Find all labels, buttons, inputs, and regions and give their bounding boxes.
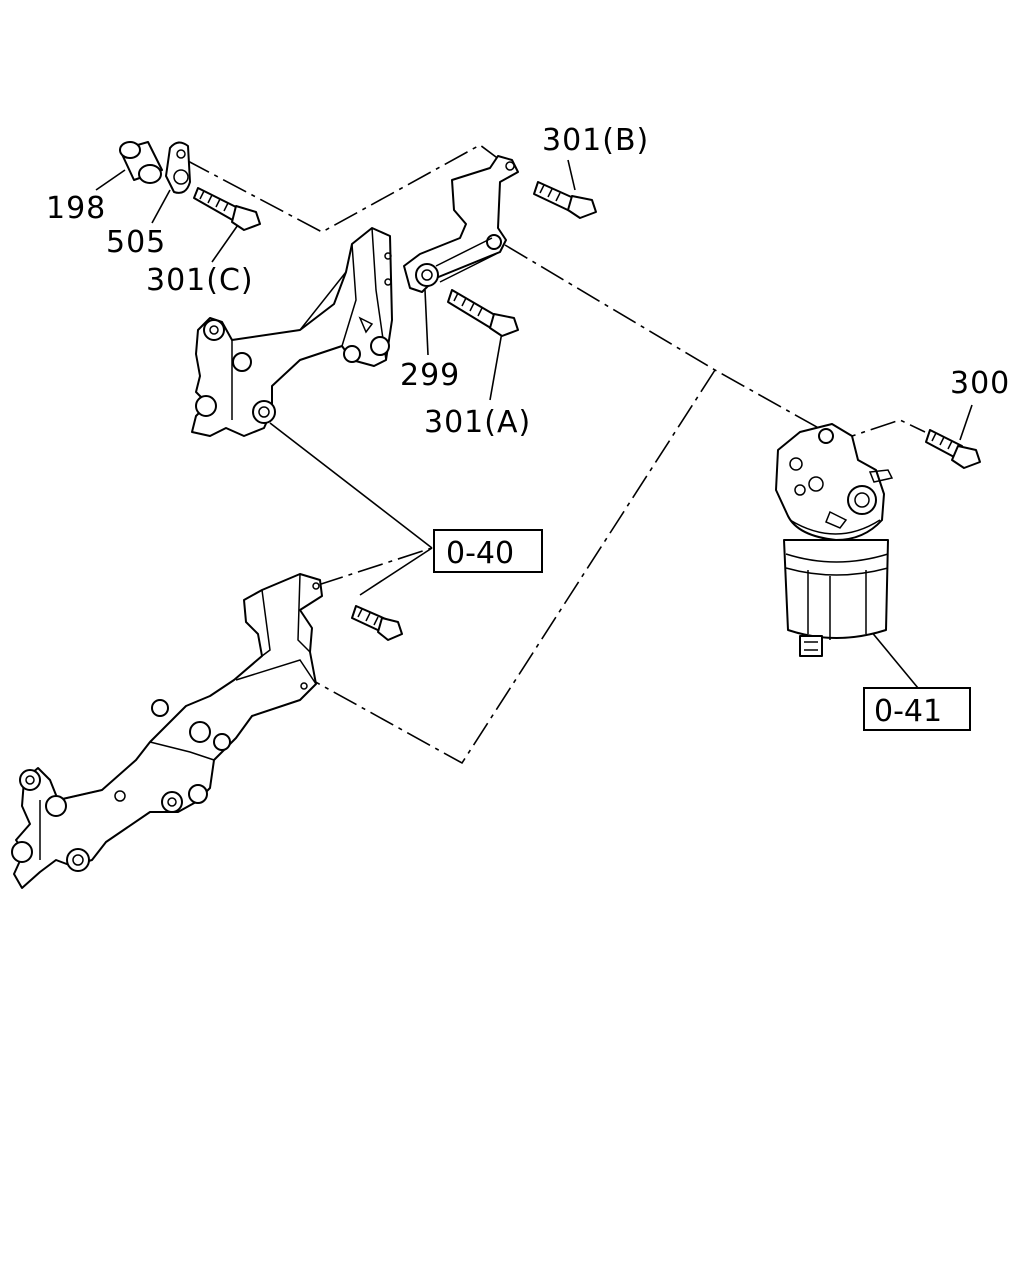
reference-label-0-40: 0-40 xyxy=(446,536,514,571)
fuel-filter-assembly xyxy=(775,423,894,657)
reference-box-0-41[interactable]: 0-41 xyxy=(863,687,971,731)
callout-301c: 301(C) xyxy=(146,263,254,298)
bolt-301b xyxy=(533,181,597,219)
callout-301b: 301(B) xyxy=(542,123,649,158)
plate-505 xyxy=(165,141,191,194)
bolt-lower xyxy=(351,605,403,641)
bolt-300 xyxy=(925,429,981,469)
callout-301a: 301(A) xyxy=(424,405,531,440)
callout-300: 300 xyxy=(950,366,1010,401)
bushing-198 xyxy=(119,141,163,184)
reference-label-0-41: 0-41 xyxy=(874,694,942,729)
upper-mount-bracket xyxy=(191,227,393,437)
callout-labels: 198 505 301(C) 301(B) 299 301(A) 300 xyxy=(46,123,1010,440)
bolt-301c xyxy=(193,187,261,231)
bracket-299 xyxy=(403,155,519,293)
callout-299: 299 xyxy=(400,358,460,393)
callout-505: 505 xyxy=(106,225,166,260)
bolt-301a xyxy=(447,289,519,337)
lower-mount-bracket xyxy=(11,573,323,889)
reference-box-0-40[interactable]: 0-40 xyxy=(433,529,543,573)
callout-198: 198 xyxy=(46,191,106,226)
